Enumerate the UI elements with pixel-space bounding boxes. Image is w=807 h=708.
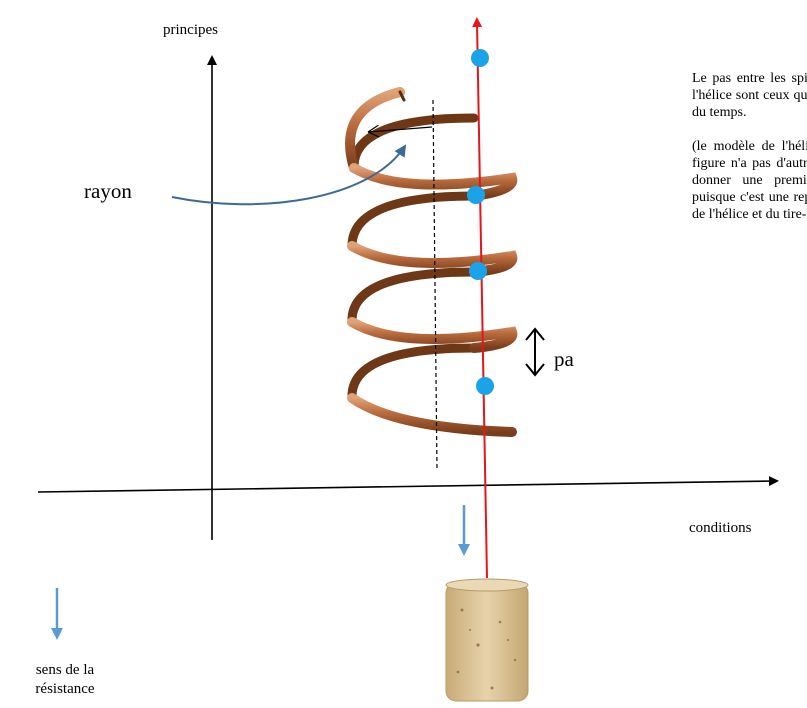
vertical-axis-label: principes xyxy=(163,22,218,39)
contact-point xyxy=(476,377,494,395)
note-paragraph-1: Le pas entre les spires et le rayon de l… xyxy=(692,70,807,121)
contact-point xyxy=(467,186,485,204)
horizontal-axis-label: conditions xyxy=(689,520,752,537)
note-paragraph-2: (le modèle de l'hélice utilisé dans la f… xyxy=(692,138,807,223)
helix-axis-line xyxy=(477,22,487,578)
contact-point xyxy=(469,262,487,280)
radius-reference-line xyxy=(433,100,437,470)
resistance-direction-label: sens de la résistance xyxy=(22,661,108,699)
horizontal-axis xyxy=(38,481,774,492)
pitch-arrow xyxy=(526,329,544,375)
cork-icon xyxy=(446,579,528,701)
pitch-label: pa xyxy=(554,347,574,372)
rayon-label: rayon xyxy=(84,179,132,204)
contact-point xyxy=(471,49,489,67)
explanation-note: Le pas entre les spires et le rayon de l… xyxy=(692,70,807,223)
